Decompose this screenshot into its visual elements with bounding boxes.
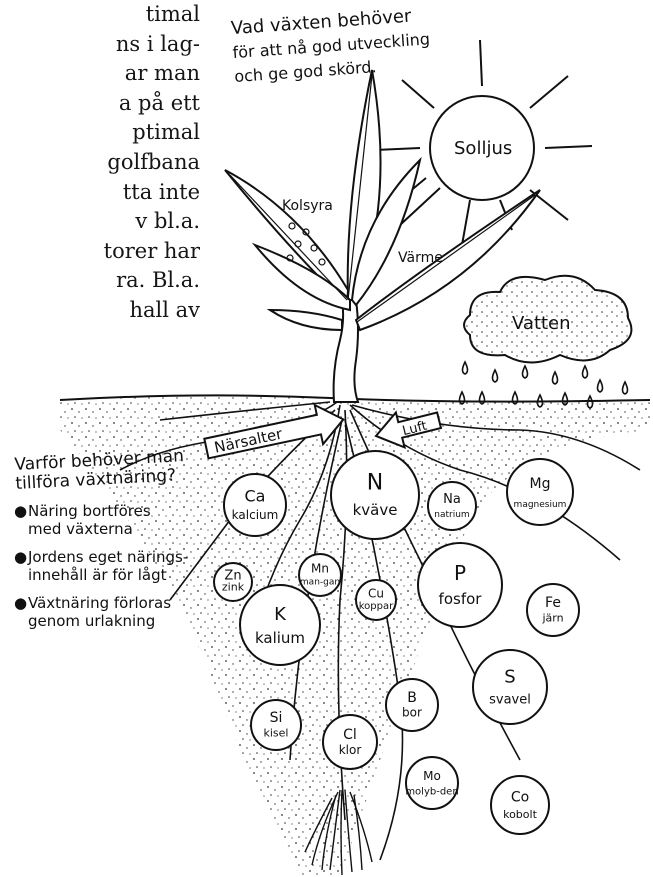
nutrient-symbol: N <box>367 471 383 496</box>
why-fertilize-box: Varför behöver man tillföra växtnäring? … <box>14 456 214 640</box>
nutrient-name: kobolt <box>503 808 537 821</box>
nutrient-symbol: Si <box>270 710 283 726</box>
nutrient-circle <box>406 757 458 809</box>
bullet-icon: ● <box>14 548 28 584</box>
nutrient-name: molyb-den <box>405 787 458 798</box>
list-item: ● Jordens eget närings- innehåll är för … <box>14 548 214 584</box>
nutrient-symbol: P <box>454 561 466 585</box>
nutrient-zink: Znzink <box>214 563 252 601</box>
list-item-text: Näring bortföres med växterna <box>28 502 151 538</box>
nutrient-symbol: Cl <box>343 727 357 743</box>
bullet-icon: ● <box>14 502 28 538</box>
list-item-text: Växtnäring förloras genom urlakning <box>28 594 171 630</box>
nutrient-circle <box>418 543 502 627</box>
why-fertilize-title: Varför behöver man tillföra växtnäring? <box>14 446 216 494</box>
list-item: ● Näring bortföres med växterna <box>14 502 214 538</box>
nutrient-kalcium: Ca kalcium <box>224 474 286 536</box>
nutrient-symbol: Ca <box>245 486 266 505</box>
nutrient-svavel: Ssvavel <box>473 650 547 724</box>
nutrient-symbol: Fe <box>545 595 561 611</box>
nutrient-name: man-gan <box>300 577 340 587</box>
bullet-icon: ● <box>14 594 28 630</box>
nutrient-natrium: Na natrium <box>428 482 476 530</box>
nutrient-symbol: S <box>504 667 515 688</box>
nutrient-name: koppar <box>359 601 394 612</box>
nutrient-kisel: Sikisel <box>251 700 301 750</box>
nutrient-name: magnesium <box>514 500 567 510</box>
nutrient-name: kalium <box>255 629 305 647</box>
nutrient-symbol: Na <box>443 492 461 507</box>
nutrient-name: järn <box>541 612 563 625</box>
nutrient-symbol: K <box>274 604 287 625</box>
nutrient-name: kväve <box>353 501 398 519</box>
nutrient-molybden: Mo molyb-den <box>405 757 458 809</box>
nutrient-name: klor <box>339 743 362 757</box>
nutrient-järn: Fejärn <box>527 584 579 636</box>
list-item-text: Jordens eget närings- innehåll är för lå… <box>28 548 188 584</box>
nutrient-name: natrium <box>434 510 469 520</box>
nutrient-name: kisel <box>264 726 289 739</box>
nutrient-symbol: Mn <box>311 561 329 575</box>
nutrient-name: bor <box>402 706 422 720</box>
nutrient-kobolt: Co kobolt <box>491 776 549 834</box>
list-item: ● Växtnäring förloras genom urlakning <box>14 594 214 630</box>
nutrient-kalium: Kkalium <box>240 585 320 665</box>
nutrient-symbol: Mg <box>530 476 551 492</box>
nutrient-name: kalcium <box>232 508 279 522</box>
nutrient-name: fosfor <box>439 590 483 608</box>
nutrient-symbol: Mo <box>423 769 441 783</box>
nutrient-klor: Clklor <box>323 715 377 769</box>
nutrient-symbol: Co <box>511 790 529 806</box>
nutrient-name: svavel <box>489 693 531 708</box>
nutrient-mangan: Mn man-gan <box>299 554 341 596</box>
nutrient-kväve: Nkväve <box>331 451 419 539</box>
nutrient-koppar: Cukoppar <box>356 580 396 620</box>
nutrient-symbol: B <box>407 690 417 706</box>
nutrient-magnesium: Mg magnesium <box>507 459 573 525</box>
nutrient-fosfor: Pfosfor <box>418 543 502 627</box>
nutrient-symbol: Cu <box>368 587 384 601</box>
nutrient-name: zink <box>222 581 245 594</box>
nutrient-bor: Bbor <box>386 679 438 731</box>
